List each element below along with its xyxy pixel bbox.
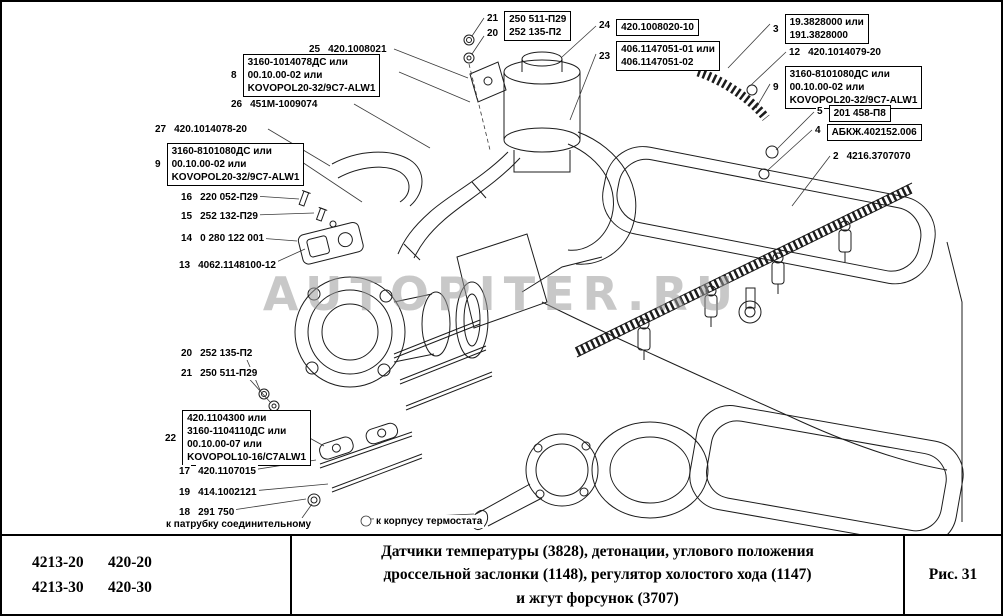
model-number: 420-20 xyxy=(108,553,152,571)
callout-number: 9 xyxy=(154,158,162,171)
callout-9-right: 9 3160-8101080ДС или 00.10.00-02 или KOV… xyxy=(772,66,923,109)
callout-14: 14 0 280 122 001 xyxy=(180,232,267,245)
model-row: 4213-20 420-20 xyxy=(32,554,290,572)
caption-line: и жгут форсунок (3707) xyxy=(516,589,679,607)
callout-18: 18 291 750 xyxy=(178,506,237,519)
callout-number: 26 xyxy=(230,98,244,111)
callout-22: 22 420.1104300 или 3160-1104110ДС или 00… xyxy=(164,410,312,466)
callout-21-lower: 21 250 511-П29 xyxy=(180,367,260,380)
engine-drawing xyxy=(258,34,964,538)
figure-number: Рис. 31 xyxy=(903,536,1001,614)
callout-part-number: 420.1008021 xyxy=(326,43,389,56)
callout-20-lower: 20 252 135-П2 xyxy=(180,347,255,360)
callout-part-number: 420.1104300 или 3160-1104110ДС или 00.10… xyxy=(182,410,312,466)
callout-number: 18 xyxy=(178,506,192,519)
model-numbers: 4213-20 420-20 4213-30 420-30 xyxy=(2,536,292,614)
callout-part-number: 291 750 xyxy=(196,506,237,519)
callout-25: 25 420.1008021 xyxy=(308,43,389,56)
callout-part-number: 250 511-П29 xyxy=(198,367,260,380)
callout-26: 26 451М-1009074 xyxy=(230,98,320,111)
callout-note: к корпусу термостата xyxy=(374,515,485,528)
callout-part-number: 0 280 122 001 xyxy=(198,232,267,245)
callout-part-number: 201 458-П8 xyxy=(828,105,891,122)
callout-note: к патрубку соединительному xyxy=(164,518,314,531)
callout-part-number: 420.1008020-10 xyxy=(616,19,699,36)
callout-9-left: 9 3160-8101080ДС или 00.10.00-02 или KOV… xyxy=(154,143,305,186)
model-row: 4213-30 420-30 xyxy=(32,579,290,597)
callout-12: 12 420.1014079-20 xyxy=(788,46,883,59)
callout-part-number: 19.3828000 или 191.3828000 xyxy=(784,14,869,44)
callout-part-number: 3160-8101080ДС или 00.10.00-02 или KOVOP… xyxy=(784,66,923,109)
callout-number: 21 xyxy=(486,12,500,25)
callout-number: 4 xyxy=(814,124,822,137)
callout-number: 3 xyxy=(772,22,780,36)
callout-part-number: 252 135-П2 xyxy=(198,347,255,360)
callout-part-number: 3160-8101080ДС или 00.10.00-02 или KOVOP… xyxy=(166,143,305,186)
callout-part-number: 420.1107015 xyxy=(196,465,258,478)
callout-number: 13 xyxy=(178,259,192,272)
diagram-area: AUTOPITER.RU 21 20 250 511-П29 252 135-П… xyxy=(2,2,1001,538)
caption-line: Датчики температуры (3828), детонации, у… xyxy=(381,543,814,561)
callout-part-number: АБКЖ.402152.006 xyxy=(826,124,922,141)
callout-part-number: 252 135-П2 xyxy=(509,27,562,38)
callout-number: 23 xyxy=(598,49,612,63)
callout-3: 3 19.3828000 или 191.3828000 xyxy=(772,14,869,44)
callout-part-number: 406.1147051-01 или 406.1147051-02 xyxy=(616,41,720,71)
callout-number: 16 xyxy=(180,191,194,204)
callout-number: 9 xyxy=(772,81,780,94)
callout-number: 20 xyxy=(180,347,194,360)
callout-part-number: 250 511-П29 xyxy=(509,14,567,25)
callout-5: 5 201 458-П8 xyxy=(816,105,891,122)
callout-number: 25 xyxy=(308,43,322,56)
callout-16: 16 220 052-П29 xyxy=(180,191,260,204)
callout-number: 24 xyxy=(598,19,612,32)
callout-13: 13 4062.1148100-12 xyxy=(178,259,278,272)
model-number: 4213-30 xyxy=(32,578,84,596)
callout-17: 17 420.1107015 xyxy=(178,465,258,478)
callout-number: 2 xyxy=(832,150,840,163)
callout-part-number: 420.1014079-20 xyxy=(806,46,883,59)
callout-part-number: 252 132-П29 xyxy=(198,210,260,223)
callout-15: 15 252 132-П29 xyxy=(180,210,260,223)
callout-part-number: 220 052-П29 xyxy=(198,191,260,204)
callout-number: 8 xyxy=(230,69,238,82)
callout-number: 21 xyxy=(180,367,194,380)
callout-23: 23 406.1147051-01 или 406.1147051-02 xyxy=(598,41,720,71)
callout-number: 20 xyxy=(486,27,500,40)
model-number: 420-30 xyxy=(108,578,152,596)
callout-group-21-20: 21 20 250 511-П29 252 135-П2 xyxy=(486,11,572,41)
callout-4: 4 АБКЖ.402152.006 xyxy=(814,124,922,141)
callout-part-number: 451М-1009074 xyxy=(248,98,320,111)
title-block: 4213-20 420-20 4213-30 420-30 Датчики те… xyxy=(2,534,1001,614)
note-to-connecting-pipe: к патрубку соединительному xyxy=(164,518,314,531)
callout-number: 27 xyxy=(154,123,168,136)
callout-number: 12 xyxy=(788,46,802,59)
callout-part-number: 4062.1148100-12 xyxy=(196,259,278,272)
callout-part-number: 420.1014078-20 xyxy=(172,123,249,136)
callout-number: 15 xyxy=(180,210,194,223)
callout-part-number: 414.1002121 xyxy=(196,486,259,499)
callout-27: 27 420.1014078-20 xyxy=(154,123,249,136)
caption-line: дроссельной заслонки (1148), регулятор х… xyxy=(383,566,812,584)
watermark-text: AUTOPITER.RU xyxy=(263,267,741,321)
callout-number: 5 xyxy=(816,105,824,118)
callout-number: 22 xyxy=(164,431,178,445)
callout-24: 24 420.1008020-10 xyxy=(598,19,699,36)
callout-part-number: 3160-1014078ДС или 00.10.00-02 или KOVOP… xyxy=(242,54,381,97)
callout-8: 8 3160-1014078ДС или 00.10.00-02 или KOV… xyxy=(230,54,381,97)
callout-2: 2 4216.3707070 xyxy=(832,150,913,163)
callout-number: 17 xyxy=(178,465,192,478)
callout-number: 14 xyxy=(180,232,194,245)
callout-part-number: 4216.3707070 xyxy=(844,150,913,163)
callout-number: 19 xyxy=(178,486,192,499)
callout-19: 19 414.1002121 xyxy=(178,486,259,499)
figure-number-label: Рис. 31 xyxy=(928,566,978,583)
corrugated-harness xyxy=(574,67,915,358)
figure-caption: Датчики температуры (3828), детонации, у… xyxy=(292,536,903,614)
model-number: 4213-20 xyxy=(32,553,84,571)
note-to-thermostat-housing: к корпусу термостата xyxy=(374,515,485,528)
